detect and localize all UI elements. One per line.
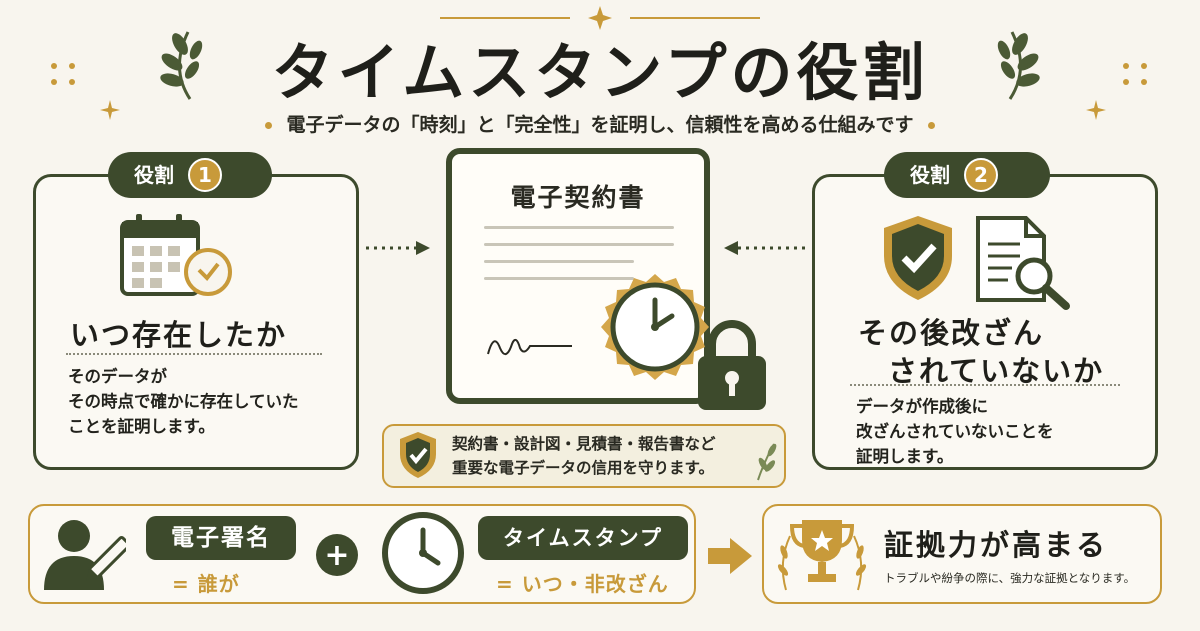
sparkle-right — [1086, 100, 1106, 120]
doc-line — [484, 260, 634, 263]
laurel-left-icon — [160, 31, 203, 100]
role1-label: 役割 — [134, 163, 174, 187]
clock-icon — [382, 512, 464, 594]
document-title: 電子契約書 — [510, 183, 646, 212]
role1-body: そのデータが その時点で確かに存在していた ことを証明します。 — [68, 364, 348, 439]
role2-heading: その後改ざん されていないか — [848, 314, 1128, 390]
doc-line — [484, 243, 674, 246]
timestamp-pill: タイムスタンプ — [478, 516, 688, 560]
shield-check-icon — [884, 216, 952, 300]
page-subtitle: 電子データの「時刻」と「完全性」を証明し、信頼性を高める仕組みです — [0, 110, 1200, 137]
plus-icon: + — [316, 534, 358, 576]
role1-heading: いつ存在したか — [70, 318, 288, 352]
clock-seal-icon — [601, 274, 709, 380]
dots-left — [51, 63, 75, 85]
subtitle-text: 電子データの「時刻」と「完全性」を証明し、信頼性を高める仕組みです — [286, 114, 914, 136]
role2-body-line: 証明します。 — [856, 447, 954, 466]
signature-icon — [487, 338, 572, 355]
shield-check-small-icon — [400, 432, 436, 478]
role1-pill: 役割 1 — [108, 152, 272, 198]
role2-heading-line: されていないか — [888, 354, 1105, 388]
page-title: タイムスタンプの役割 — [271, 36, 929, 109]
dots-right — [1123, 63, 1147, 85]
role2-heading-line: その後改ざん — [858, 316, 1045, 350]
role2-number: 2 — [964, 158, 998, 192]
role1-body-line: そのデータが — [68, 367, 167, 386]
leaf-sprig-icon — [757, 443, 777, 481]
role2-pill: 役割 2 — [884, 152, 1050, 198]
calendar-clock-icon — [120, 214, 232, 296]
sparkle-left — [100, 100, 120, 120]
role2-body-line: データが作成後に — [856, 397, 988, 416]
subtitle-bullet-right — [927, 122, 935, 129]
signature-equals: = 誰が — [172, 572, 240, 596]
role1-body-line: その時点で確かに存在していた — [68, 392, 299, 411]
padlock-icon — [698, 320, 766, 410]
usage-note-text: 契約書・設計図・見積書・報告書など 重要な電子データの信用を守ります。 — [452, 432, 752, 480]
trophy-icon — [777, 520, 867, 591]
arrow-right-icon — [708, 538, 752, 574]
note-line: 契約書・設計図・見積書・報告書など — [452, 435, 716, 453]
result-title: 証拠力が高まる — [884, 528, 1109, 562]
note-line: 重要な電子データの信用を守ります。 — [452, 459, 714, 477]
arrow-left-to-doc — [366, 241, 430, 255]
role1-divider — [66, 353, 322, 355]
role2-label: 役割 — [910, 163, 950, 187]
result-subtitle: トラブルや紛争の際に、強力な証拠となります。 — [884, 571, 1136, 585]
usage-note — [382, 424, 786, 488]
role1-number: 1 — [188, 158, 222, 192]
person-pen-icon — [44, 520, 126, 590]
doc-line — [484, 277, 634, 280]
laurel-right-icon — [997, 31, 1040, 100]
doc-line — [484, 226, 674, 229]
role1-body-line: ことを証明します。 — [68, 417, 215, 436]
header-ornament — [440, 6, 760, 30]
arrow-right-to-doc — [724, 241, 808, 255]
role2-body-line: 改ざんされていないことを — [856, 422, 1054, 441]
role2-body: データが作成後に 改ざんされていないことを 証明します。 — [856, 394, 1146, 469]
subtitle-bullet-left — [265, 122, 273, 129]
signature-pill: 電子署名 — [146, 516, 296, 560]
timestamp-equals: = いつ・非改ざん — [496, 572, 669, 596]
document-search-icon — [976, 216, 1070, 310]
role2-divider — [850, 384, 1120, 386]
